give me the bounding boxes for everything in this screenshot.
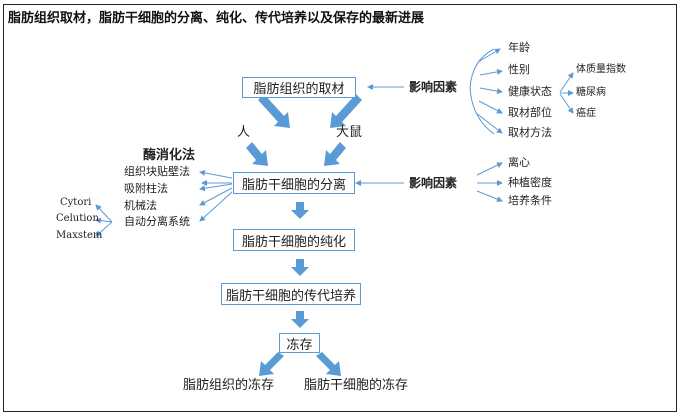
block-arrow-rat (330, 94, 362, 128)
block-arrow-human-to-iso (246, 142, 268, 166)
arrow-factor-method (475, 112, 503, 134)
method-auto-system: 自动分离系统 (124, 215, 190, 228)
isolation-factors-label: 影响因素 (409, 176, 458, 190)
source-rat: 大鼠 (336, 125, 363, 140)
arrow-system-cytori (95, 204, 113, 223)
arrow-factor-site (478, 100, 503, 114)
step-culture-box: 脂肪干细胞的传代培养 (221, 283, 361, 305)
arrow-factor-health (479, 87, 503, 95)
arrow-system-maxstem (95, 221, 113, 237)
factor-age: 年龄 (508, 41, 530, 54)
step-harvest-box: 脂肪组织的取材 (242, 77, 356, 98)
arrow-method-tissue (199, 169, 233, 179)
source-human: 人 (237, 125, 251, 140)
arrow-factor-sex (479, 68, 503, 76)
arrow-system-celution (95, 217, 113, 224)
cryo-tissue-label: 脂肪组织的冻存 (183, 378, 275, 393)
arrow-factor-culture-cond (476, 190, 503, 202)
step-purification-box: 脂肪干细胞的纯化 (233, 229, 355, 251)
block-arrow-rat-to-iso (324, 142, 346, 166)
health-cancer: 癌症 (576, 108, 596, 119)
system-celution: Celution (56, 213, 99, 224)
method-mechanical: 机械法 (124, 199, 157, 212)
bracket-harvest-factors (469, 48, 495, 135)
arrow-factor-age (477, 48, 501, 63)
arrow-method-column (199, 183, 233, 192)
step-isolation-box: 脂肪干细胞的分离 (233, 172, 355, 194)
enzyme-label: 酶消化法 (143, 148, 196, 163)
factor-culture-conditions: 培养条件 (508, 194, 552, 207)
block-arrow-pur-to-cul (291, 259, 309, 276)
arrow-factor-centrifuge (476, 162, 503, 176)
factor-sex: 性别 (508, 63, 530, 76)
factor-site: 取材部位 (508, 106, 552, 119)
method-adsorption-column: 吸附柱法 (124, 182, 168, 195)
factor-method: 取材方法 (508, 126, 552, 139)
harvest-factors-label: 影响因素 (409, 80, 458, 94)
arrow-method-auto (199, 191, 233, 222)
block-arrow-cul-to-cryo (291, 311, 309, 328)
diagram-frame (3, 4, 677, 412)
factor-centrifuge: 离心 (508, 156, 530, 169)
method-tissue-adherence: 组织块贴壁法 (124, 165, 190, 178)
page-title: 脂肪组织取材，脂肪干细胞的分离、纯化、传代培养以及保存的最新进展 (8, 11, 425, 26)
block-arrow-cryo-to-cells (316, 352, 341, 376)
cryo-cells-label: 脂肪干细胞的冻存 (304, 378, 409, 393)
block-arrow-iso-to-pur (291, 202, 309, 219)
arrow-health-cancer (559, 93, 574, 114)
factor-health: 健康状态 (508, 85, 552, 98)
factor-seeding-density: 种植密度 (508, 176, 552, 189)
arrow-health-bmi (559, 72, 574, 93)
health-bmi: 体质量指数 (576, 64, 626, 75)
block-arrow-human (258, 94, 290, 128)
arrow-method-mech (199, 187, 233, 206)
system-maxstem: Maxstem (56, 230, 103, 241)
step-cryo-box: 冻存 (279, 333, 320, 353)
system-cytori: Cytori (60, 197, 92, 208)
block-arrow-cryo-to-tissue (259, 352, 284, 376)
health-diabetes: 糖尿病 (576, 87, 606, 98)
